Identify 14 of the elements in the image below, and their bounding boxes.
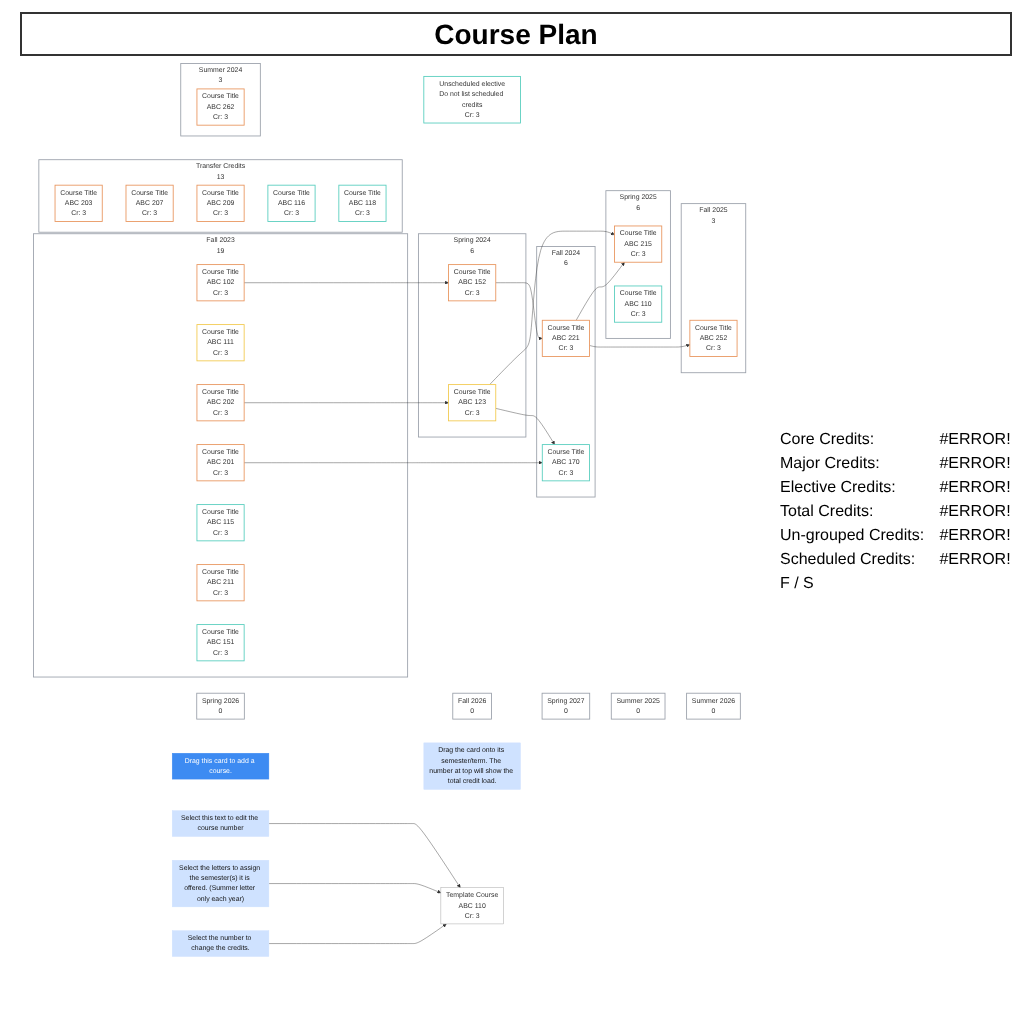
label-text: Core Credits: <box>780 429 877 447</box>
label-text: Elective Credits: <box>780 477 898 495</box>
label-text: #ERROR! <box>939 549 1013 567</box>
title: Course Plan <box>20 12 1012 56</box>
label-text: #ERROR! <box>939 429 1013 447</box>
label-text: Scheduled Credits: <box>780 549 918 567</box>
label-text: F / S <box>780 573 816 591</box>
label-text: #ERROR! <box>939 453 1013 471</box>
label-text: Un-grouped Credits: <box>780 525 927 543</box>
label-text: Total Credits: <box>780 501 876 519</box>
label-text: #ERROR! <box>939 477 1013 495</box>
label-text: #ERROR! <box>939 501 1013 519</box>
label-text: #ERROR! <box>939 525 1013 543</box>
label-text: Major Credits: <box>780 453 882 471</box>
